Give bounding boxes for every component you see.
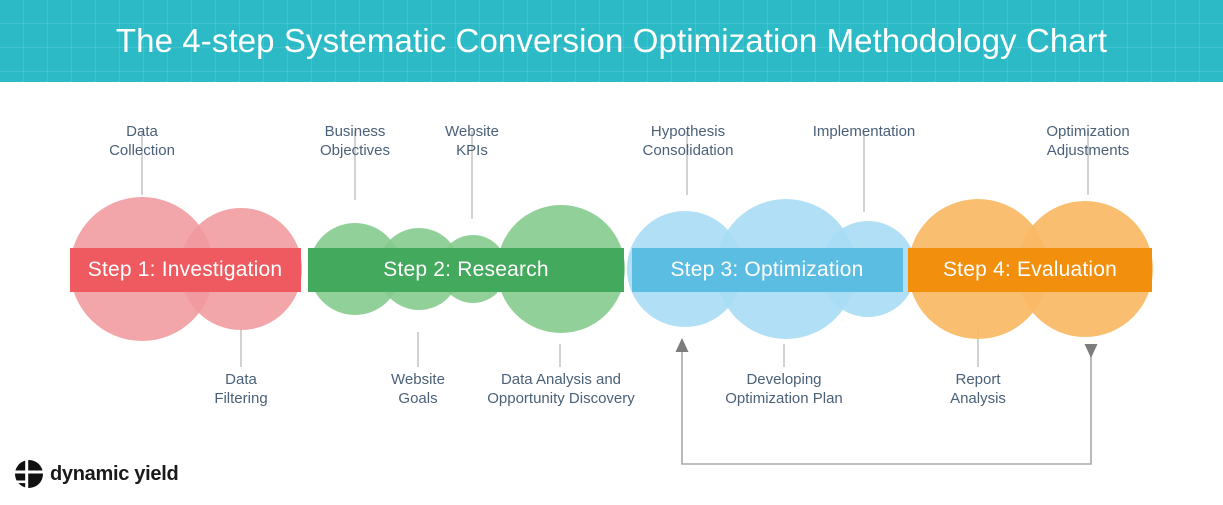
label-data-collection: Data Collection [109,123,175,159]
connector-lines-above [141,131,1089,219]
label-hypothesis-consolidation: Hypothesis Consolidation [642,123,734,159]
brand-logo-text: dynamic yield [50,462,179,485]
feedback-loop [675,338,1098,465]
label-website-kpis: Website KPIs [445,123,499,159]
step-1-band-label: Step 1: Investigation [87,258,283,281]
label-business-objectives: Business Objectives [319,123,391,159]
label-optimization-adjustments: Optimization Adjustments [1046,123,1130,159]
label-implementation: Implementation [812,123,916,140]
step-4-band[interactable] [908,248,1152,292]
step-4-band-label: Step 4: Evaluation [942,258,1118,281]
feedback-loop-path [681,350,1092,465]
label-developing-optimization-plan: Developing Optimization Plan [725,371,843,407]
brand-logo: dynamic yield [14,459,179,489]
feedback-arrow-down-icon [1084,344,1098,358]
dynamic-yield-mark-icon [15,460,43,488]
page-header: The 4-step Systematic Conversion Optimiz… [0,0,1223,82]
step-1-band[interactable] [70,248,301,292]
feedback-arrow-up-icon [675,338,689,352]
page-title: The 4-step Systematic Conversion Optimiz… [115,21,1108,59]
connector-lines-below [240,330,979,367]
label-website-goals: Website Goals [391,371,445,407]
step-3-band-label: Step 3: Optimization [670,258,864,281]
label-report-analysis: Report Analysis [950,371,1006,407]
diagram-graphics [70,131,1153,465]
step-2-band[interactable] [308,248,624,292]
step-2-band-label: Step 2: Research [383,258,549,281]
methodology-diagram: Data Collection Business Objectives Webs… [0,82,1223,505]
label-data-analysis-opportunity-discovery: Data Analysis and Opportunity Discovery [487,371,635,407]
label-data-filtering: Data Filtering [214,371,268,407]
step-3-band[interactable] [632,248,903,292]
